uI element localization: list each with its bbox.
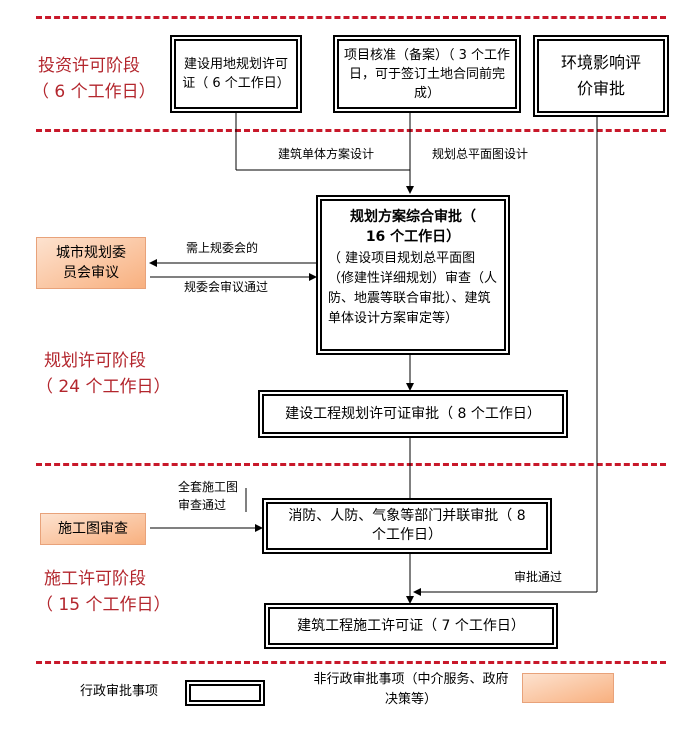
legend-non-admin-label: 非行政审批事项（中介服务、政府决策等） bbox=[313, 672, 509, 707]
legend-admin-label: 行政审批事项 bbox=[80, 684, 159, 699]
eng-permit-box: 建设工程规划许可证审批（ 8 个工作日） bbox=[258, 390, 568, 438]
stage-divider bbox=[36, 16, 666, 19]
stage-planning: 规划许可阶段 （ 24 个工作日） bbox=[36, 351, 171, 397]
fire-review-box: 消防、人防、气象等部门并联审批（ 8 个工作日） bbox=[262, 498, 552, 554]
edge-label-drawings-passed: 全套施工图审查通过 bbox=[178, 480, 239, 512]
city-committee-box: 城市规划委员会审议 bbox=[36, 237, 146, 289]
build-permit-text: 建筑工程施工许可证（ 7 个工作日） bbox=[297, 617, 525, 634]
land-permit-box: 建设用地规划许可证（ 6 个工作日） bbox=[170, 35, 302, 113]
edge-label-building-design: 建筑单体方案设计 bbox=[278, 147, 375, 161]
stage-divider bbox=[36, 129, 666, 132]
drawing-review-box: 施工图审查 bbox=[40, 513, 146, 545]
legend-admin-swatch bbox=[185, 680, 265, 706]
land-permit-text: 建设用地规划许可证（ 6 个工作日） bbox=[182, 57, 290, 91]
stage-divider bbox=[36, 463, 666, 466]
stage-construction: 施工许可阶段 （ 15 个工作日） bbox=[36, 569, 171, 615]
fire-review-text: 消防、人防、气象等部门并联审批（ 8 个工作日） bbox=[288, 508, 526, 543]
eng-permit-text: 建设工程规划许可证审批（ 8 个工作日） bbox=[285, 405, 541, 422]
env-approval-box: 环境影响评价审批 bbox=[533, 35, 669, 117]
stage-divider bbox=[36, 661, 666, 664]
edge-label-need-committee: 需上规委会的 bbox=[186, 241, 259, 255]
plan-review-box: 规划方案综合审批（ 16 个工作日） （ 建设项目规划总平面图（修建性详细规划）… bbox=[316, 195, 510, 355]
project-approval-text: 项目核准（备案）（ 3 个工作日，可于签订土地合同前完成） bbox=[343, 47, 511, 101]
build-permit-box: 建筑工程施工许可证（ 7 个工作日） bbox=[264, 603, 558, 649]
edge-label-committee-passed: 规委会审议通过 bbox=[184, 280, 269, 294]
plan-review-body: （ 建设项目规划总平面图（修建性详细规划）审查（人防、地震等联合审批）、建筑单体… bbox=[328, 251, 498, 326]
stage-investment: 投资许可阶段 （ 6 个工作日） bbox=[32, 56, 156, 102]
project-approval-box: 项目核准（备案）（ 3 个工作日，可于签订土地合同前完成） bbox=[333, 35, 521, 113]
env-approval-text: 环境影响评价审批 bbox=[560, 53, 641, 98]
plan-review-title: 规划方案综合审批（ 16 个工作日） bbox=[350, 209, 476, 245]
legend-non-admin-swatch bbox=[522, 673, 614, 703]
edge-label-master-plan: 规划总平面图设计 bbox=[432, 147, 529, 161]
edge-label-approval-passed: 审批通过 bbox=[514, 570, 563, 584]
